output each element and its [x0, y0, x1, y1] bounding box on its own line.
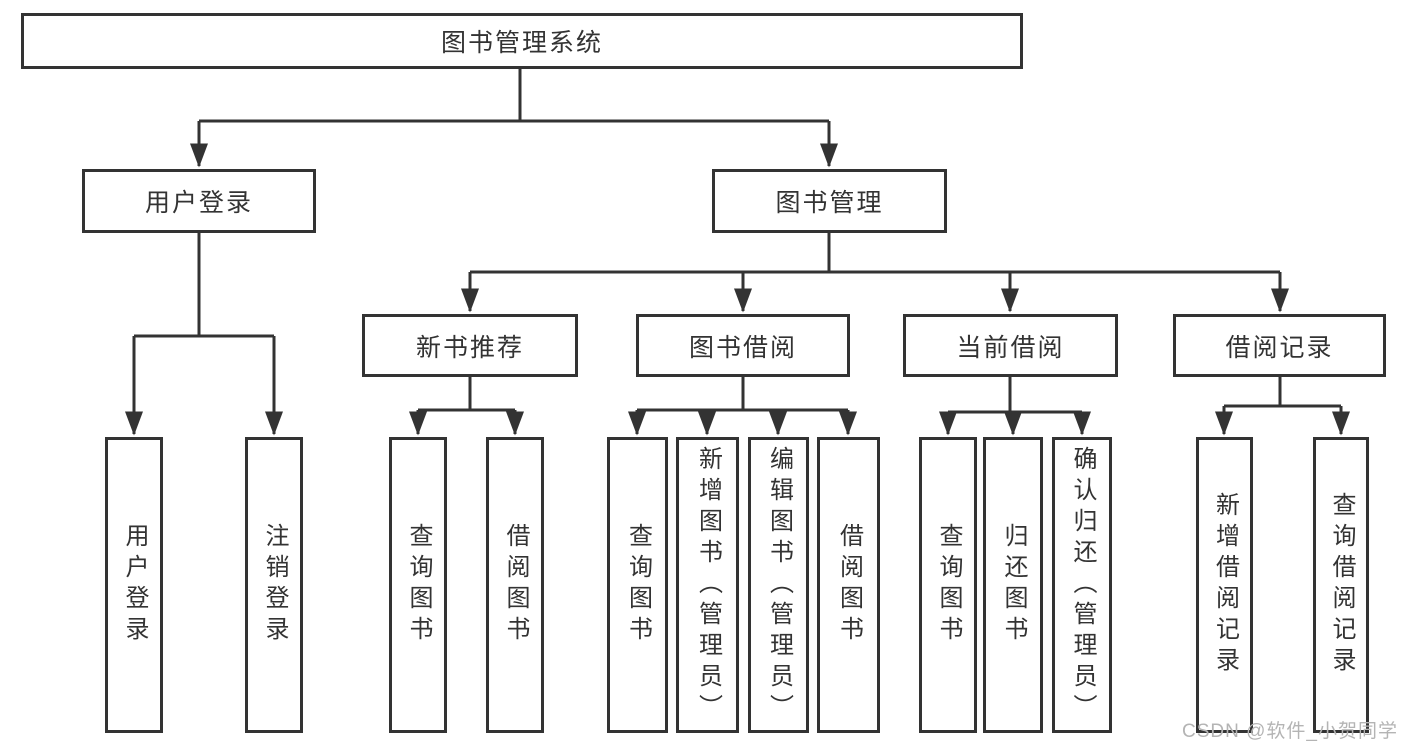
node-new-book-recommend: 新书推荐 [362, 314, 578, 377]
node-current-borrow: 当前借阅 [903, 314, 1118, 377]
leaf-borrow-books-2: 借阅图书 [817, 437, 880, 733]
edge-book-borrow-bar [637, 377, 848, 412]
leaf-confirm-return-admin: 确认归还（管理员） [1052, 437, 1112, 733]
edge-book-management-bar [470, 233, 1280, 274]
leaf-query-borrow-record: 查询借阅记录 [1313, 437, 1369, 733]
leaf-user-login: 用户登录 [105, 437, 163, 733]
edge-borrow-records-bar [1224, 377, 1341, 408]
node-book-borrow: 图书借阅 [636, 314, 850, 377]
leaf-add-books-admin: 新增图书（管理员） [676, 437, 739, 733]
leaf-borrow-books-1: 借阅图书 [486, 437, 544, 733]
leaf-logout: 注销登录 [245, 437, 303, 733]
edge-user-login-bar [134, 233, 274, 338]
leaf-query-books-3: 查询图书 [919, 437, 977, 733]
node-root: 图书管理系统 [21, 13, 1023, 69]
watermark: CSDN @软件_小贺同学 [1182, 721, 1398, 742]
edge-root-bar [199, 69, 829, 123]
leaf-add-borrow-record: 新增借阅记录 [1196, 437, 1253, 733]
leaf-query-books-2: 查询图书 [607, 437, 668, 733]
leaf-query-books-1: 查询图书 [389, 437, 447, 733]
leaf-return-books: 归还图书 [983, 437, 1043, 733]
edge-new-book-recommend-bar [418, 377, 515, 412]
node-user-login: 用户登录 [82, 169, 316, 233]
node-book-management: 图书管理 [712, 169, 947, 233]
node-borrow-records: 借阅记录 [1173, 314, 1386, 377]
leaf-edit-books-admin: 编辑图书（管理员） [748, 437, 809, 733]
edge-current-borrow-bar [948, 377, 1082, 414]
